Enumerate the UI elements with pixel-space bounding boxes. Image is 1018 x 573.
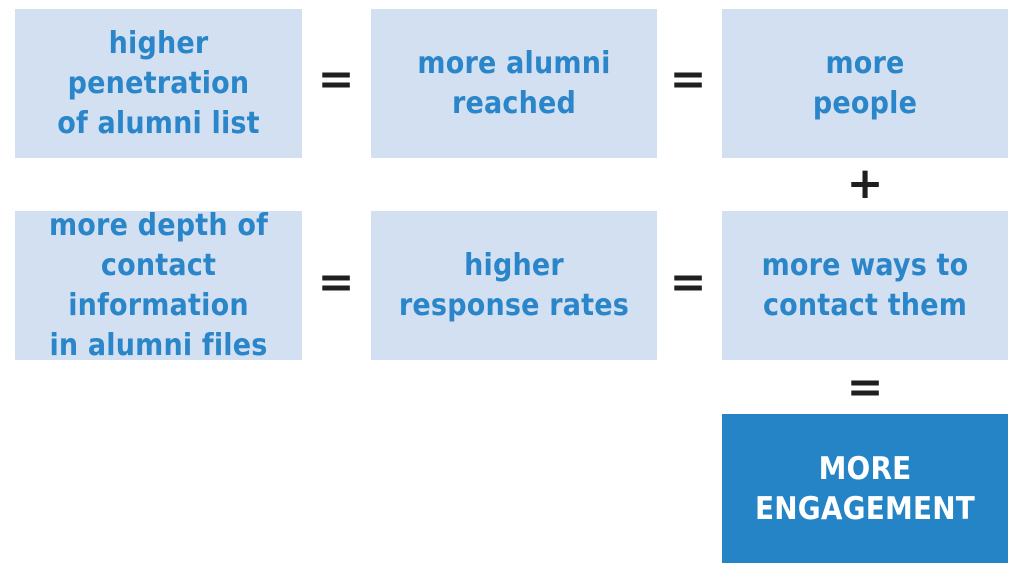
equals-operator-r1-a: =	[317, 54, 355, 105]
equals-operator-result: =	[846, 362, 884, 413]
equals-operator-r1-b: =	[669, 54, 707, 105]
equals-operator-r2-a: =	[317, 257, 355, 308]
box-more-depth-contact-info: more depth of contact information in alu…	[15, 208, 302, 363]
box-higher-response-rates: higher response rates	[371, 211, 657, 360]
plus-operator: +	[846, 158, 884, 209]
box-higher-penetration: higher penetration of alumni list	[15, 9, 302, 158]
box-more-engagement: MORE ENGAGEMENT	[722, 414, 1008, 563]
box-more-alumni-reached: more alumni reached	[371, 9, 657, 158]
box-more-people: more people	[722, 9, 1008, 158]
equals-operator-r2-b: =	[669, 257, 707, 308]
box-more-ways-to-contact: more ways to contact them	[722, 211, 1008, 360]
